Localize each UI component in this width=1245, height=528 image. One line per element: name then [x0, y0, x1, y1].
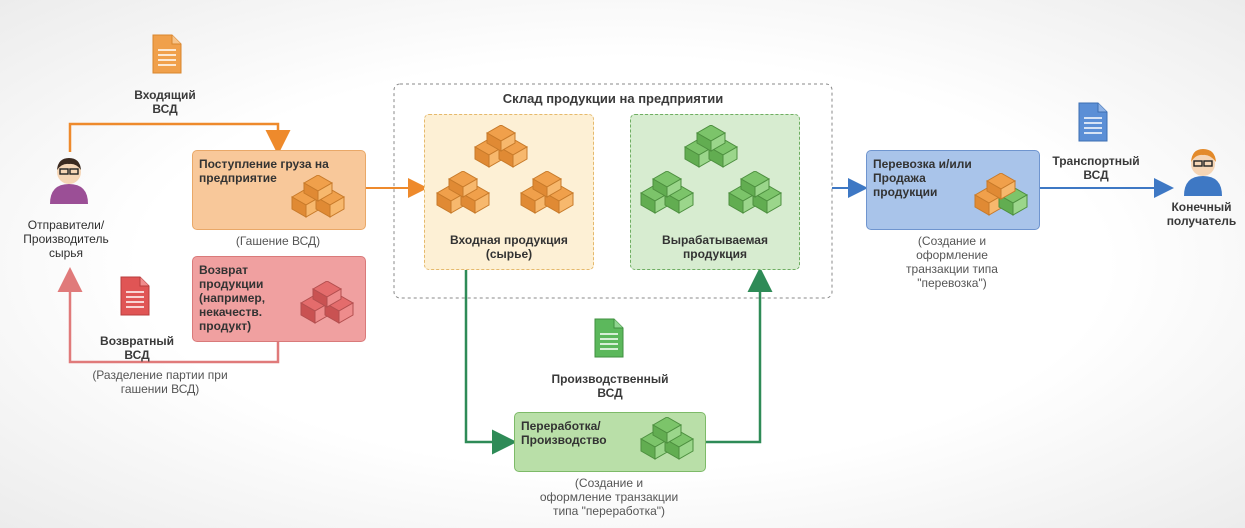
processing-to-produced-arrow [704, 267, 773, 444]
warehouse-title: Склад продукции на предприятии [502, 91, 724, 106]
transport-sale-note-line3: транзакции типа [906, 262, 998, 276]
input-products-box: Входная продукция (сырье) [424, 114, 594, 270]
produced-crates-top-icon [683, 125, 739, 168]
input-crates-top-icon [473, 125, 529, 168]
mixed-crates-icon [973, 173, 1029, 216]
processing-title-line2: Производство [521, 433, 607, 447]
incoming-document-icon [152, 34, 182, 74]
produced-crates-left-icon [639, 171, 695, 214]
sender-label-line2: Производитель [23, 232, 109, 246]
produced-products-label: Вырабатываемая продукция [631, 233, 799, 261]
product-return-title-line1: Возврат продукции [199, 263, 264, 291]
cargo-receipt-note: (Гашение ВСД) [235, 234, 321, 248]
input-crates-left-icon [435, 171, 491, 214]
processing-note-line2: оформление транзакции [539, 490, 679, 504]
transport-doc-label-line2: ВСД [1083, 168, 1109, 182]
processing-note-line1: (Создание и [574, 476, 644, 490]
input-products-label: Входная продукция (сырье) [425, 233, 593, 261]
product-return-title-line4: продукт) [199, 319, 252, 333]
return-doc-note-line2: гашении ВСД) [120, 382, 200, 396]
product-return-title: Возврат продукции (например, некачеств. … [199, 263, 309, 333]
return-doc-label: Возвратный ВСД [92, 334, 182, 362]
transport-sale-box: Перевозка и/или Продажа продукции [866, 150, 1040, 230]
transport-document-icon [1078, 102, 1108, 142]
return-arrow [57, 267, 280, 364]
sender-person-icon [50, 158, 88, 204]
recipient-person-icon [1184, 149, 1222, 196]
product-return-title-line2: (например, [199, 291, 266, 305]
final-recipient-label-line2: получатель [1166, 214, 1237, 228]
cargo-receipt-title: Поступление груза на предприятие [199, 157, 367, 185]
transport-sale-note-line1: (Создание и [917, 234, 987, 248]
return-doc-note: (Разделение партии при гашении ВСД) [72, 368, 248, 396]
sender-label-line3: сырья [48, 246, 84, 260]
transport-sale-title: Перевозка и/или Продажа продукции [873, 157, 983, 199]
warehouse-frame [393, 83, 833, 299]
cargo-receipt-title-line2: предприятие [199, 171, 277, 185]
input-to-processing-arrow [464, 268, 517, 455]
red-crates-icon [299, 281, 355, 324]
processing-title-line1: Переработка/ [521, 419, 601, 433]
incoming-doc-label-line1: Входящий [134, 88, 196, 102]
production-doc-label: Производственный ВСД [530, 372, 690, 400]
input-products-label-line1: Входная продукция [450, 233, 568, 247]
transport-sale-note-line4: "перевозка") [917, 276, 987, 290]
transport-doc-label: Транспортный ВСД [1046, 154, 1146, 182]
transport-sale-title-line3: продукции [873, 185, 938, 199]
input-crates-right-icon [519, 171, 575, 214]
incoming-arrow [68, 122, 291, 155]
cargo-receipt-title-line1: Поступление груза на [199, 157, 329, 171]
return-doc-label-line1: Возвратный [100, 334, 174, 348]
product-return-title-line3: некачеств. [199, 305, 263, 319]
return-document-icon [120, 276, 150, 316]
production-doc-label-line2: ВСД [597, 386, 623, 400]
orange-crates-icon [290, 175, 346, 218]
produced-products-label-line2: продукция [683, 247, 747, 261]
return-doc-note-line1: (Разделение партии при [92, 368, 228, 382]
transport-sale-title-line1: Перевозка и/или [873, 157, 972, 171]
processing-title: Переработка/ Производство [521, 419, 631, 447]
input-products-label-line2: (сырье) [485, 247, 533, 261]
processing-note: (Создание и оформление транзакции типа "… [514, 476, 704, 518]
production-doc-label-line1: Производственный [551, 372, 669, 386]
sender-label: Отправители/ Производитель сырья [6, 218, 126, 260]
produced-products-box: Вырабатываемая продукция [630, 114, 800, 270]
final-recipient-label-line1: Конечный [1171, 200, 1232, 214]
transport-doc-label-line1: Транспортный [1052, 154, 1140, 168]
transport-sale-note-line2: оформление [916, 248, 988, 262]
incoming-doc-label: Входящий ВСД [120, 88, 210, 116]
transport-sale-note: (Создание и оформление транзакции типа "… [872, 234, 1032, 290]
processing-box: Переработка/ Производство [514, 412, 706, 472]
incoming-doc-label-line2: ВСД [152, 102, 178, 116]
final-recipient-label: Конечный получатель [1158, 200, 1245, 228]
sender-label-line1: Отправители/ [27, 218, 105, 232]
produced-products-label-line1: Вырабатываемая [662, 233, 768, 247]
transport-sale-title-line2: Продажа [873, 171, 926, 185]
processing-note-line3: типа "переработка") [552, 504, 666, 518]
production-document-icon [594, 318, 624, 358]
processing-crates-icon [639, 417, 695, 460]
produced-crates-right-icon [727, 171, 783, 214]
return-doc-label-line2: ВСД [124, 348, 150, 362]
cargo-receipt-box: Поступление груза на предприятие [192, 150, 366, 230]
product-return-box: Возврат продукции (например, некачеств. … [192, 256, 366, 342]
